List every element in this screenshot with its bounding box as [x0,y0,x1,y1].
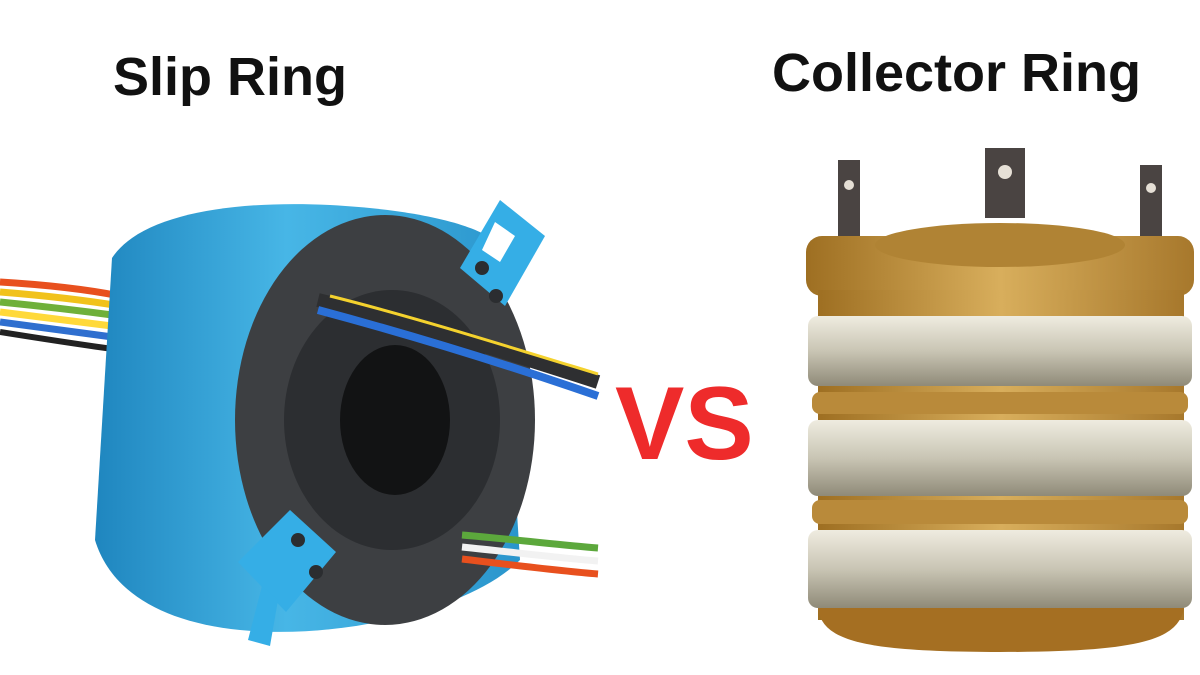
collector-ring-title: Collector Ring [772,43,1142,103]
metal-ring-2 [808,420,1192,496]
bottom-mounting-tab [238,510,336,646]
metal-ring-3 [808,530,1192,608]
collector-ring-image [806,148,1194,652]
slip-ring-title: Slip Ring [113,47,347,107]
collector-base [818,608,1184,652]
metal-ring-1 [808,316,1192,386]
top-mounting-tab [460,200,545,306]
right-wire-bundle [461,531,599,578]
terminal-pins [838,148,1162,253]
left-wire-bundle [0,278,121,353]
slip-ring-image [0,200,601,646]
slip-ring-bore [340,345,450,495]
vs-label: VS [615,366,754,482]
face-cable [316,293,601,400]
